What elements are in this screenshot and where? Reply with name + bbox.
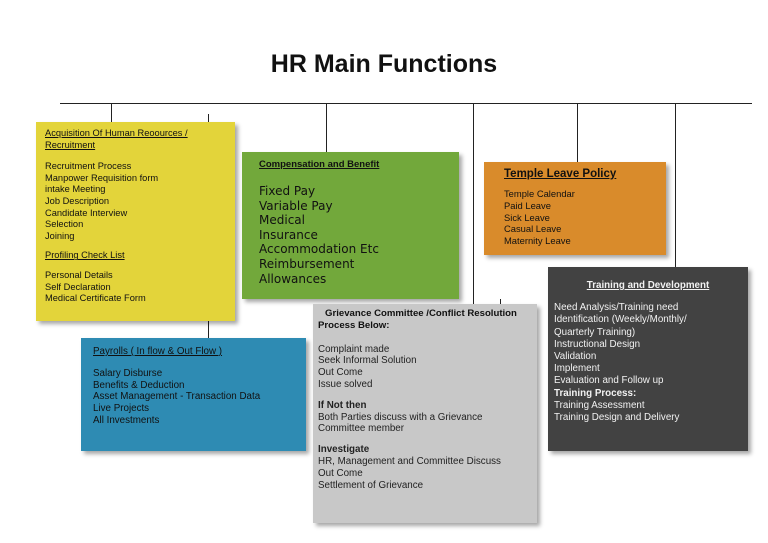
acquisition-heading: Acquisition Of Human Reoources / Recruit… <box>45 128 226 151</box>
compensation-item: Insurance <box>259 227 318 242</box>
temple-leave-item: Sick Leave <box>504 211 550 223</box>
acquisition-item: Selection <box>45 219 84 230</box>
grievance-item: Complaint made <box>318 343 390 355</box>
payroll-item: Live Projects <box>93 403 150 415</box>
training-item: Implement <box>554 363 600 375</box>
grievance-heading-line: Grievance Committee /Conflict Resolution <box>325 308 517 319</box>
grievance-label-if-not: If Not then <box>318 399 367 411</box>
grievance-heading: Grievance Committee /Conflict Resolution… <box>318 308 532 332</box>
connector-grievance-right <box>500 299 501 304</box>
connector-acquisition-right <box>208 114 209 122</box>
payroll-heading: Payrolls ( In flow & Out Flow ) <box>93 346 223 357</box>
acquisition-heading-line: Recruitment <box>45 139 96 150</box>
connector-grievance-left <box>473 103 474 304</box>
payroll-item: Salary Disburse <box>93 367 163 379</box>
acquisition-item: Joining <box>45 230 75 241</box>
grievance-item: Out Come <box>318 367 363 379</box>
training-item: Evaluation and Follow up <box>554 375 664 387</box>
payroll-item: Asset Management - Transaction Data <box>93 391 261 403</box>
connector-training <box>675 103 676 267</box>
training-heading: Training and Development <box>586 280 710 291</box>
acquisition-heading-line: Acquisition Of Human Reoources / <box>45 128 188 138</box>
training-item: Training Design and Delivery <box>554 412 680 424</box>
profiling-item: Self Declaration <box>45 281 111 292</box>
compensation-item: Accommodation Etc <box>259 242 379 257</box>
main-horizontal-line <box>60 103 752 104</box>
temple-leave-item: Paid Leave <box>504 199 551 211</box>
compensation-box: Compensation and Benefit Fixed Pay Varia… <box>242 152 459 299</box>
acquisition-item: Recruitment Process <box>45 161 132 172</box>
training-item: Training Assessment <box>554 399 645 411</box>
acquisition-item: Candidate Interview <box>45 207 128 218</box>
acquisition-item: Job Description <box>45 195 110 206</box>
training-item: Instructional Design <box>554 338 641 350</box>
profiling-item: Personal Details <box>45 269 113 280</box>
compensation-item: Allowances <box>259 271 327 286</box>
grievance-item: Settlement of Grievance <box>318 479 424 491</box>
grievance-item: HR, Management and Committee Discuss <box>318 455 501 467</box>
training-box: Training and Development Need Analysis/T… <box>548 267 748 451</box>
connector-temple <box>577 103 578 162</box>
compensation-item: Variable Pay <box>259 198 333 213</box>
temple-leave-item: Temple Calendar <box>504 188 575 199</box>
grievance-item: Committee member <box>318 423 405 435</box>
training-item: Validation <box>554 351 597 363</box>
connector-compensation <box>326 103 327 152</box>
grievance-item: Both Parties discuss with a Grievance <box>318 411 483 423</box>
temple-leave-box: Temple Leave Policy Temple Calendar Paid… <box>484 162 666 255</box>
training-item: Quarterly Training) <box>554 326 636 338</box>
grievance-label-investigate: Investigate <box>318 444 370 456</box>
compensation-item: Medical <box>259 213 305 228</box>
connector-payroll <box>208 321 209 338</box>
grievance-item: Seek Informal Solution <box>318 355 417 367</box>
grievance-item: Out Come <box>318 467 363 479</box>
payroll-item: All Investments <box>93 414 160 426</box>
temple-leave-item: Casual Leave <box>504 223 562 235</box>
compensation-item: Reimbursement <box>259 256 355 271</box>
profiling-item: Medical Certificate Form <box>45 293 146 304</box>
grievance-item: Issue solved <box>318 378 373 390</box>
acquisition-box: Acquisition Of Human Reoources / Recruit… <box>36 122 235 321</box>
training-item: Identification (Weekly/Monthly/ <box>554 314 687 326</box>
profiling-subheading: Profiling Check List <box>45 250 125 261</box>
grievance-heading-line: Process Below: <box>318 319 390 331</box>
acquisition-item: Manpower Requisition form <box>45 172 159 183</box>
payroll-item: Benefits & Deduction <box>93 379 185 391</box>
compensation-item: Fixed Pay <box>259 184 316 198</box>
training-item: Need Analysis/Training need <box>554 302 679 314</box>
temple-leave-heading: Temple Leave Policy <box>504 168 617 180</box>
temple-leave-item: Maternity Leave <box>504 235 571 247</box>
training-process-label: Training Process: <box>554 387 637 399</box>
payroll-box: Payrolls ( In flow & Out Flow ) Salary D… <box>81 338 306 451</box>
grievance-box: Grievance Committee /Conflict Resolution… <box>313 304 537 523</box>
acquisition-item: intake Meeting <box>45 184 106 195</box>
compensation-heading: Compensation and Benefit <box>259 159 380 170</box>
connector-acquisition <box>111 103 112 122</box>
diagram-title: HR Main Functions <box>270 50 498 78</box>
